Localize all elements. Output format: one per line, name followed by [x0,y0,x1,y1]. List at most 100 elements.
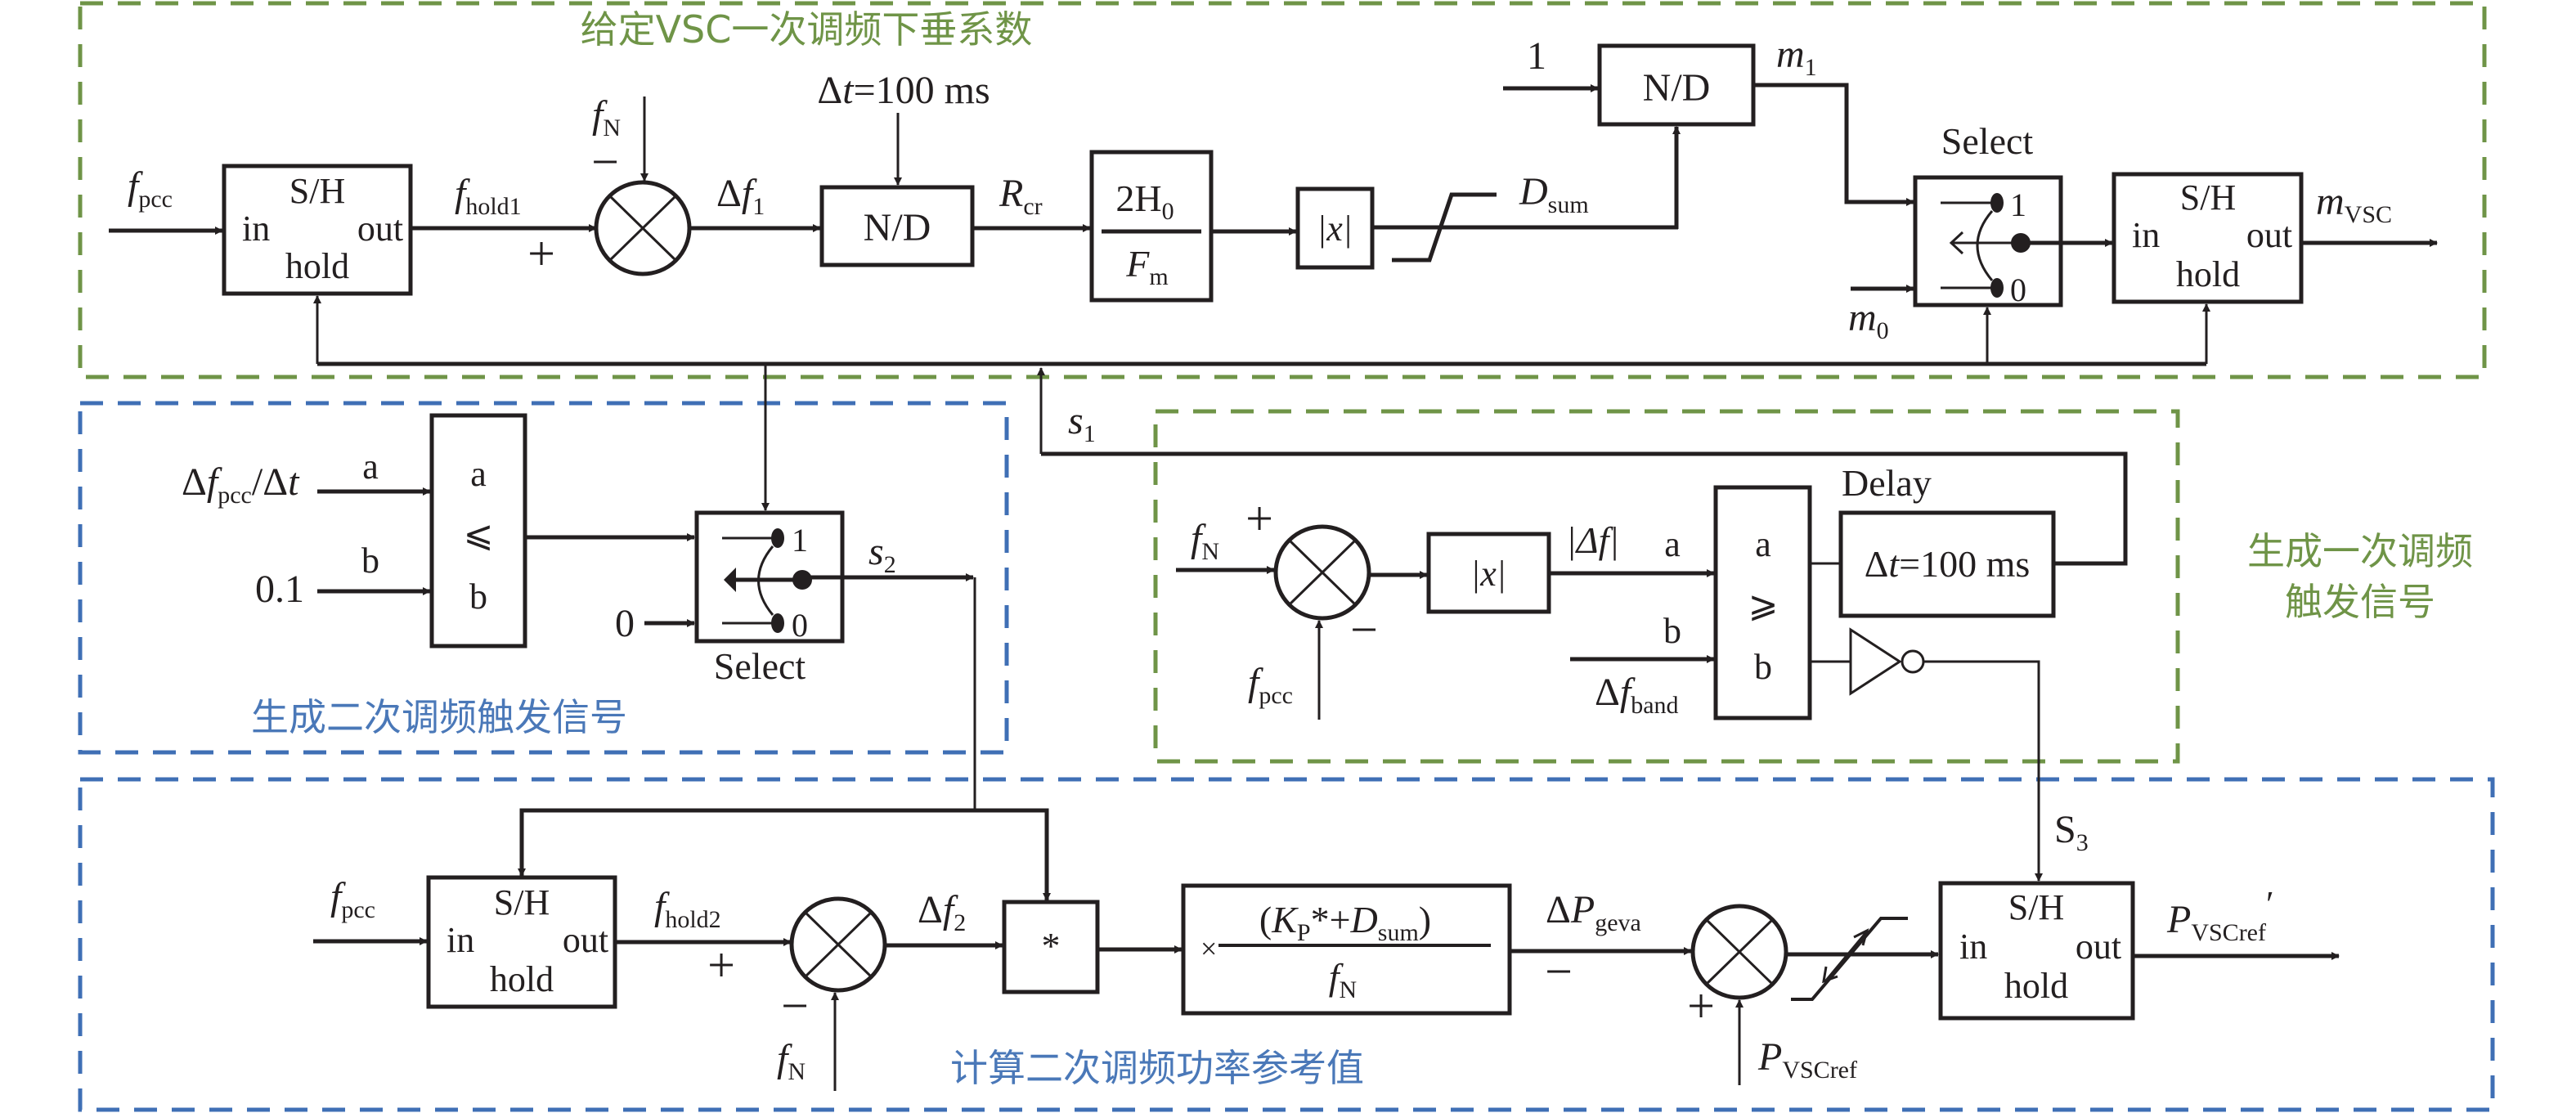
inertia-gain-block: 2H0 Fm [1089,150,1214,303]
svg-text:2H0: 2H0 [1115,177,1174,225]
label-d-sum: Dsum [1519,170,1589,218]
divide-block-2: N/D [1597,43,1756,127]
abs-block-mid: |x| [1426,532,1551,614]
summing-junction-1 [594,180,692,276]
svg-text:in: in [1959,927,1987,967]
select-secondary-label: Select [714,645,806,687]
svg-text:out: out [2076,927,2121,967]
sample-hold-block-1: S/H in out hold [222,164,413,296]
svg-text:×: × [1200,932,1217,965]
sign-minus-summer3: − [781,979,809,1033]
svg-text:in: in [447,920,474,960]
sh1-label: S/H [289,171,345,211]
multiply-block: * [1002,900,1100,994]
label-f-n-bottom: fN [777,1037,806,1085]
svg-text:|x|: |x| [1470,554,1506,594]
label-s3: S3 [2054,808,2089,856]
svg-text:out: out [563,920,608,960]
label-abs-delta-f: |Δf| [1566,519,1619,561]
label-f-pcc-bottom: fpcc [330,875,375,923]
label-b-input-ge: b [1663,611,1681,651]
region-secondary-power-title: 计算二次调频功率参考值 [950,1046,1364,1090]
region-secondary-power-frame [78,777,2495,1112]
svg-text:hold: hold [2004,966,2068,1006]
label-p-vscref-prime: PVSCref′ [2166,884,2274,946]
label-df-pcc-dt: Δfpcc/Δt [182,460,300,509]
select-top-label: Select [1941,120,2034,162]
svg-text:in: in [2132,215,2160,255]
label-f-pcc-mid: fpcc [1248,661,1293,709]
svg-text:*: * [1042,925,1061,967]
compare-le-block: a ⩽ b [429,413,527,649]
svg-text:b: b [1754,647,1772,687]
gain-block: × (KP*+Dsum) fN [1181,883,1512,1016]
svg-text:0: 0 [2010,272,2026,308]
svg-text:a: a [1755,524,1771,564]
wire-s1-feedback [1041,451,2128,566]
label-m1: m1 [1776,33,1817,81]
svg-text:Fm: Fm [1125,243,1168,290]
sign-plus-summer4: + [1687,979,1715,1033]
sample-hold-block-m: S/H in out hold [2112,172,2304,304]
label-delta-p-geva: ΔPgeva [1546,888,1641,936]
summing-junction-3 [789,896,887,993]
divide-block-1: N/D [819,185,975,267]
limiter-icon-top [1392,192,1497,263]
sample-hold-block-3: S/H in out hold [1938,881,2135,1021]
sample-hold-block-2: S/H in out hold [426,875,617,1009]
region-primary-trigger-frame [1153,409,2180,764]
svg-text:N/D: N/D [864,206,931,249]
delay-label: Delay [1842,462,1932,504]
label-f-n-mid: fN [1191,517,1219,565]
region-primary-trigger-title-line2: 触发信号 [2285,580,2435,624]
svg-text:S/H: S/H [2008,887,2064,927]
region-secondary-trigger-frame [78,401,1009,755]
label-delta-f2: Δf2 [918,888,966,936]
svg-text:0: 0 [792,607,808,644]
label-a-input-le: a [362,447,379,487]
label-f-hold1: fhold1 [455,172,522,220]
svg-text:(KP*+Dsum): (KP*+Dsum) [1259,899,1431,946]
label-s1: s1 [1068,399,1096,447]
label-m0: m0 [1848,296,1889,344]
wire-s3 [1923,660,2043,882]
label-r-cr: Rcr [999,172,1043,220]
sign-minus-summer1: − [591,135,619,189]
sh1-in: in [242,209,270,249]
region-primary-trigger-title-line1: 生成一次调频 [2247,529,2473,573]
svg-text:b: b [469,577,487,617]
svg-text:⩾: ⩾ [1748,585,1779,625]
label-b-input-le: b [361,541,379,581]
wire-m1 [1755,83,1914,206]
svg-text:|x|: |x| [1317,209,1353,249]
svg-text:1: 1 [2010,186,2026,223]
label-a-input-ge: a [1664,524,1681,564]
not-gate-icon [1849,627,1925,696]
label-delta-f1: Δf1 [716,172,765,220]
svg-text:1: 1 [792,522,808,559]
svg-text:hold: hold [490,959,554,999]
label-f-hold2: fhold2 [654,885,721,933]
rate-limiter-icon [1791,917,1908,1001]
label-s2: s2 [868,530,896,578]
label-m-vsc: mVSC [2316,180,2392,228]
abs-block-top: |x| [1295,186,1375,270]
svg-text:S/H: S/H [2180,177,2236,218]
sign-minus-summer2: − [1350,603,1378,657]
label-p-vscref: PVSCref [1757,1035,1857,1084]
label-delta-f-band: Δfband [1595,671,1679,719]
sh1-hold: hold [285,246,349,286]
label-point-one: 0.1 [255,568,304,611]
sign-plus-summer2: + [1245,491,1273,545]
sign-plus-summer1: + [527,227,555,280]
region-secondary-trigger-title: 生成二次调频触发信号 [251,695,627,739]
svg-text:S/H: S/H [494,882,550,922]
sign-plus-summer3: + [707,938,735,992]
label-delta-t-top: Δt=100 ms [817,69,990,112]
compare-ge-block: a ⩾ b [1713,485,1812,720]
sign-minus-summer4: − [1545,945,1573,999]
label-f-pcc-top: fpcc [128,164,173,213]
region-primary-droop-title: 给定VSC一次调频下垂系数 [581,7,1033,52]
label-zero-input: 0 [615,602,635,645]
